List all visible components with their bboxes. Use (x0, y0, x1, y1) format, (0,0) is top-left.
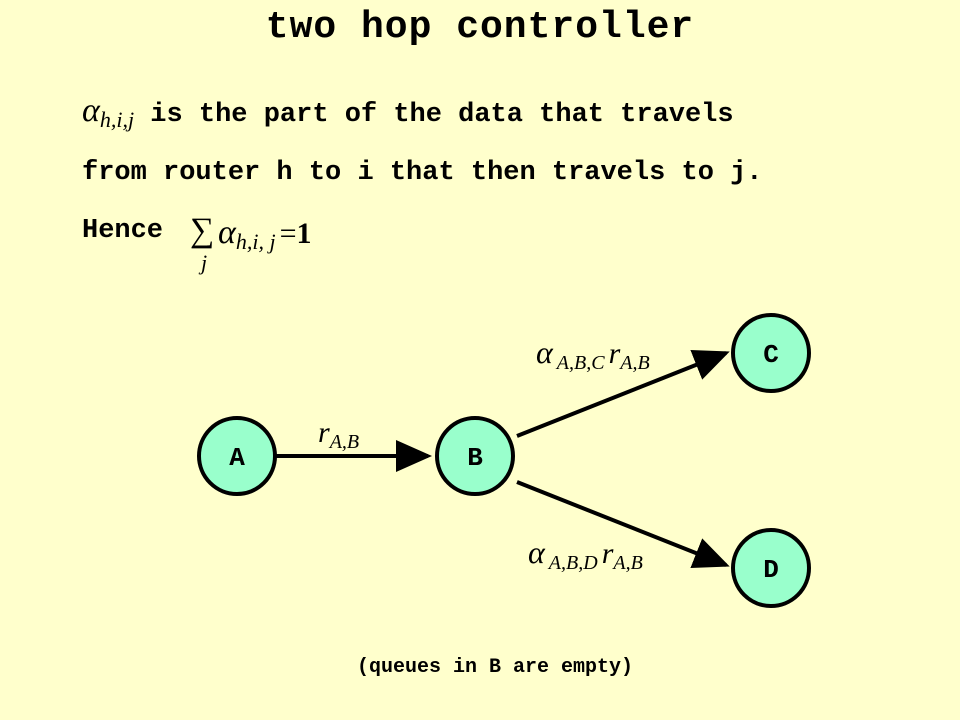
sum-alpha: α (218, 214, 236, 251)
edge-b-d-alpha-sub: A,B,D (548, 552, 598, 574)
sum-index: j (201, 250, 208, 275)
sum-alpha-subscript: h,i, j (235, 229, 276, 254)
definition-line-1: αh,i,j is the part of the data that trav… (82, 92, 734, 132)
sum-symbol: ∑ (190, 212, 215, 249)
node-d: D (731, 528, 811, 608)
node-c: C (731, 313, 811, 393)
edge-b-c-label: α A,B,C rA,B (536, 334, 650, 374)
alpha-subscript: h,i,j (99, 107, 135, 132)
edge-b-d (516, 480, 730, 569)
node-d-label: D (763, 555, 779, 585)
edge-b-d-r-sub: A,B (613, 552, 643, 574)
edge-b-c-alpha-sub: A,B,C (556, 352, 605, 374)
edge-b-d-label: α A,B,D rA,B (528, 534, 643, 574)
sum-term: αh,i, j =1 (218, 214, 312, 254)
edge-b-c (516, 349, 730, 438)
edge-a-b-r-sub: A,B (329, 431, 360, 453)
sum-equals: = (279, 217, 297, 250)
edge-b-c-r-sub: A,B (620, 352, 650, 374)
node-b: B (435, 416, 515, 496)
hence-label: Hence (82, 216, 180, 246)
caption: (queues in B are empty) (356, 656, 634, 679)
node-b-label: B (467, 443, 483, 473)
edge-a-b-label: rA,B (318, 416, 360, 453)
edge-b-c-r: r (608, 337, 621, 370)
node-c-label: C (763, 340, 779, 370)
node-a-label: A (229, 443, 245, 473)
sum-value: 1 (296, 217, 312, 250)
edge-b-c-alpha: α (536, 334, 553, 370)
edge-b-d-r: r (601, 537, 614, 570)
definition-text-1: is the part of the data that travels (134, 100, 734, 130)
alpha-symbol: α (82, 92, 100, 129)
edge-a-b-r: r (318, 416, 330, 449)
edge-b-d-alpha: α (528, 534, 545, 570)
node-a: A (197, 416, 277, 496)
definition-line-2: from router h to i that then travels to … (82, 158, 763, 188)
page-title: two hop controller (265, 6, 695, 49)
